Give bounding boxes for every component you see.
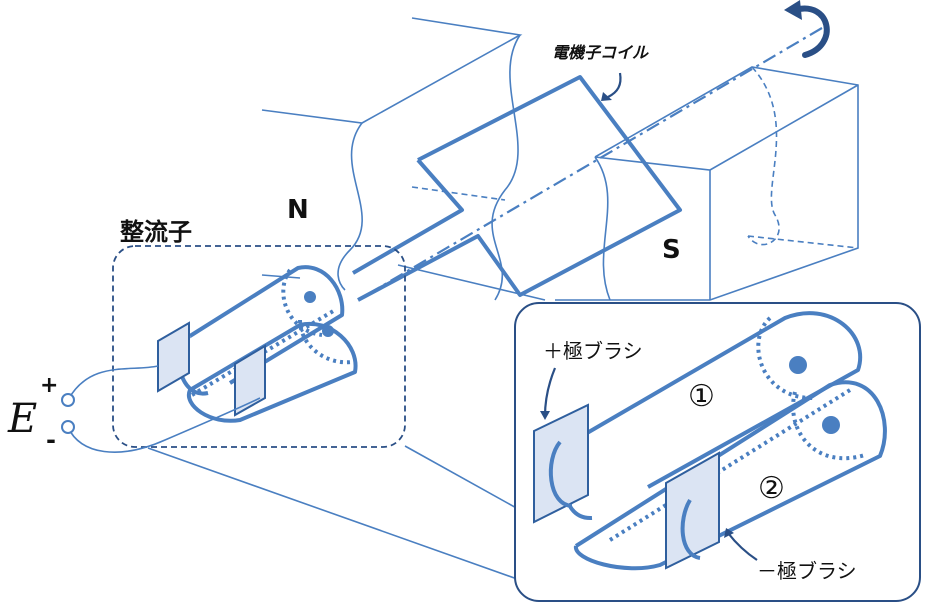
plus-brush-label: ＋極ブラシ [543,339,643,363]
emf-label: E [7,396,37,442]
minus-brush-small [234,344,266,417]
north-pole-label: N [287,195,309,225]
terminal-plus-label: + [40,373,58,398]
armature-coil-label: 電機子コイル [552,43,649,62]
minus-brush-label: －極ブラシ [757,559,857,583]
commutator-small [112,245,406,448]
plus-brush [533,403,589,524]
rotation-arrow-icon [784,0,830,58]
segment-1-label: ① [688,379,715,414]
commutator-label: 整流子 [120,218,192,246]
north-magnet [261,17,523,301]
minus-brush [665,451,720,570]
commutator-inset-frame [112,245,406,448]
armature-coil [351,72,682,302]
terminal-minus-label: - [46,426,56,454]
terminal-plus [61,393,75,407]
terminal-minus [61,420,75,434]
plus-brush-small [157,321,190,393]
commutator-detail-panel [514,302,921,602]
south-pole-label: S [662,235,681,265]
rotation-axis [357,27,823,301]
segment-2-label: ② [758,471,785,506]
supply-wires [61,365,261,453]
south-magnet [397,66,859,301]
